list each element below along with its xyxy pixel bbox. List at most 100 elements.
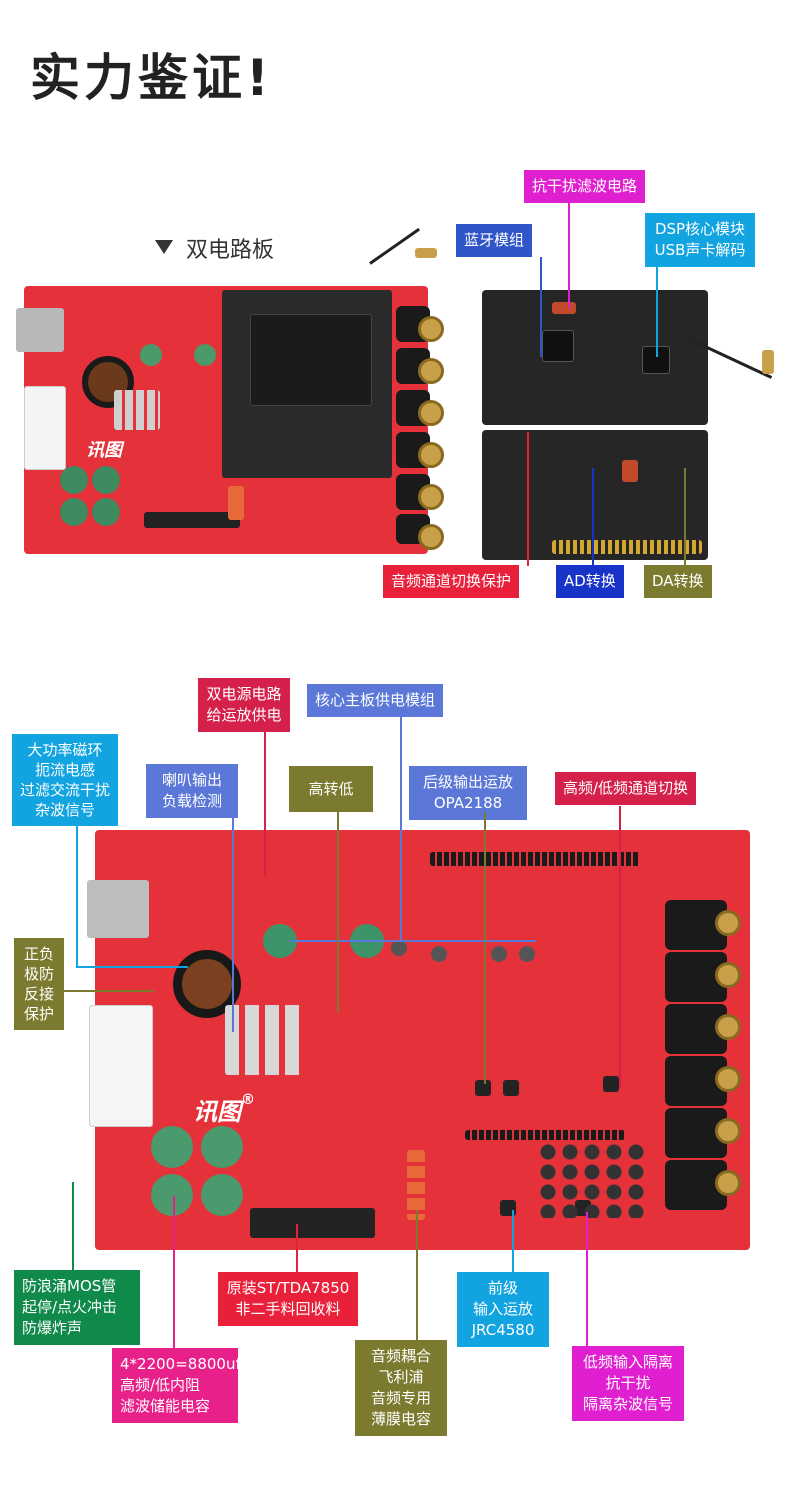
pointer-line — [290, 940, 536, 942]
label-dual-power-line2: 给运放供电 — [206, 706, 282, 724]
label-core-module: 核心主板供电模组 — [307, 684, 444, 717]
rca-jack — [396, 514, 444, 550]
label-dsp: DSP核心模块 USB声卡解码 — [645, 213, 755, 267]
label-dsp-line2: USB声卡解码 — [654, 241, 746, 259]
usb-connector — [16, 308, 64, 352]
capacitor — [140, 344, 162, 366]
label-coupling-caps-line2: 飞利浦 — [378, 1368, 424, 1386]
capacitor — [622, 460, 638, 482]
label-reverse-protect-line3: 反接 — [23, 985, 54, 1003]
label-speaker-detect-line2: 负载检测 — [161, 792, 222, 810]
label-front-opamp-line2: 输入运放 — [472, 1300, 533, 1318]
label-choke-coil: 大功率磁环 扼流电感 过滤交流干扰 杂波信号 — [12, 734, 118, 826]
triangle-down-icon — [155, 240, 173, 254]
filter-component — [552, 302, 576, 314]
capacitor — [151, 1126, 193, 1168]
rca-jack — [665, 900, 741, 950]
pointer-line — [173, 1196, 175, 1348]
label-choke-coil-line3: 过滤交流干扰 — [20, 781, 111, 799]
ic-chip — [603, 1076, 619, 1092]
label-reverse-protect-line1: 正负 — [23, 945, 54, 963]
pointer-line — [512, 1210, 514, 1272]
pointer-line — [684, 468, 686, 566]
bt-chip — [542, 330, 574, 362]
rca-jack — [665, 952, 741, 1002]
label-mos: 防浪涌MOS管 起停/点火冲击 防爆炸声 — [14, 1270, 140, 1345]
pointer-line — [337, 812, 339, 1012]
pointer-line — [76, 966, 188, 968]
pointer-line — [400, 717, 402, 940]
capacitor — [60, 466, 88, 494]
label-tda-line1: 原装ST/TDA7850 — [226, 1279, 350, 1297]
label-bluetooth: 蓝牙模组 — [456, 224, 533, 257]
brand-logo: 讯图® — [193, 1092, 255, 1127]
rca-jack — [665, 1160, 741, 1210]
resistor-group — [225, 1005, 305, 1075]
capacitor — [194, 344, 216, 366]
brand-logo-text: 讯图 — [193, 1098, 241, 1126]
main-board-photo-top: 讯图 — [16, 286, 444, 554]
label-dual-power-line1: 双电源电路 — [206, 685, 282, 703]
antenna-connector — [762, 350, 774, 374]
label-audio-switch: 音频通道切换保护 — [383, 565, 520, 598]
label-speaker-detect-line1: 喇叭输出 — [161, 771, 222, 789]
label-lf-isolation-line1: 低频输入隔离 — [582, 1353, 673, 1371]
label-choke-coil-line1: 大功率磁环 — [27, 741, 103, 759]
label-rear-opamp-line2: OPA2188 — [433, 794, 503, 812]
power-connector — [89, 1005, 153, 1127]
label-dual-power: 双电源电路 给运放供电 — [198, 678, 290, 732]
pointer-line — [76, 822, 78, 968]
label-coupling-caps: 音频耦合 飞利浦 音频专用 薄膜电容 — [355, 1340, 447, 1436]
label-high-to-low: 高转低 — [289, 766, 373, 812]
label-ad: AD转换 — [556, 565, 624, 598]
brand-logo: 讯图 — [86, 440, 122, 461]
capacitor — [92, 466, 120, 494]
ic-chip — [475, 1080, 491, 1096]
label-tda-line2: 非二手料回收料 — [235, 1300, 341, 1318]
choke-coil — [173, 950, 241, 1018]
rca-jack — [665, 1004, 741, 1054]
label-front-opamp-line1: 前级 — [487, 1279, 518, 1297]
label-rear-opamp: 后级输出运放 OPA2188 — [409, 766, 527, 820]
tda-chip — [250, 1208, 375, 1238]
label-mos-line1: 防浪涌MOS管 — [22, 1277, 117, 1295]
page-title: 实力鉴证! — [30, 49, 273, 107]
resistor-group — [114, 390, 160, 430]
module-chip-area — [250, 314, 372, 406]
tda-chip — [144, 512, 240, 528]
capacitor — [201, 1126, 243, 1168]
pointer-line — [568, 203, 570, 308]
label-capacitors-line2: 高频/低内阻 — [120, 1376, 201, 1394]
label-filter-circuit: 抗干扰滤波电路 — [524, 170, 646, 203]
power-connector — [24, 386, 66, 470]
label-capacitors: 4*2200=8800uf 高频/低内阻 滤波储能电容 — [112, 1348, 241, 1423]
label-lf-isolation-line3: 隔离杂波信号 — [582, 1395, 673, 1413]
rca-jack — [396, 390, 444, 426]
pointer-line — [296, 1224, 298, 1272]
pointer-line — [72, 1182, 74, 1270]
label-capacitors-line1: 4*2200=8800uf — [120, 1355, 241, 1373]
label-capacitors-line3: 滤波储能电容 — [120, 1397, 211, 1415]
label-coupling-caps-line1: 音频耦合 — [370, 1347, 431, 1365]
pin-header — [430, 852, 640, 866]
antenna-connector — [415, 248, 437, 258]
label-lf-isolation: 低频输入隔离 抗干扰 隔离杂波信号 — [572, 1346, 684, 1421]
label-front-opamp-line3: JRC4580 — [471, 1321, 535, 1339]
label-coupling-caps-line4: 薄膜电容 — [370, 1410, 431, 1428]
pointer-line — [484, 812, 486, 1084]
label-reverse-protect: 正负 极防 反接 保护 — [14, 938, 64, 1030]
pointer-line — [416, 1210, 418, 1340]
rca-jack — [665, 1056, 741, 1106]
label-reverse-protect-line2: 极防 — [23, 965, 54, 983]
pointer-line — [527, 432, 529, 566]
rca-jack — [396, 432, 444, 468]
main-board-photo-bottom: 讯图® — [87, 830, 750, 1250]
rca-jack — [396, 348, 444, 384]
brand-logo-mark: ® — [241, 1092, 255, 1108]
label-reverse-protect-line4: 保护 — [23, 1005, 54, 1023]
rca-jack — [396, 474, 444, 510]
film-capacitors — [407, 1150, 425, 1220]
dsp-module-photo — [482, 290, 708, 425]
pointer-line — [232, 812, 234, 1032]
ic-chip — [503, 1080, 519, 1096]
